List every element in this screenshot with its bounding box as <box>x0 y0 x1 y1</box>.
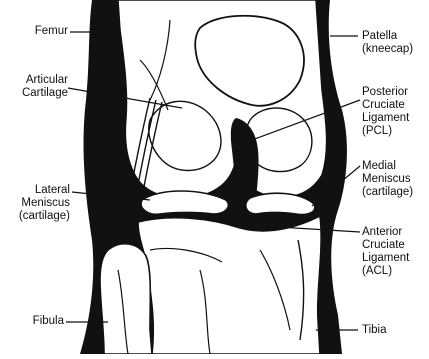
label-medial-meniscus-line-1: Medial <box>362 160 428 173</box>
label-tibia: Tibia <box>362 324 422 337</box>
label-lateral-meniscus-line-1: Lateral <box>0 184 70 197</box>
label-articular-cartilage-line-1: Articular <box>0 74 68 87</box>
label-pcl-line-4: (PCL) <box>362 125 428 138</box>
label-lateral-meniscus-line-2: Meniscus <box>0 197 70 210</box>
label-pcl: Posterior Cruciate Ligament (PCL) <box>362 86 428 138</box>
label-acl-line-1: Anterior <box>362 226 428 239</box>
label-patella-line-2: (kneecap) <box>362 43 428 56</box>
label-medial-meniscus: Medial Meniscus (cartilage) <box>362 160 428 199</box>
label-fibula-line-1: Fibula <box>0 315 64 328</box>
label-patella: Patella (kneecap) <box>362 30 428 56</box>
label-tibia-line-1: Tibia <box>362 324 422 337</box>
label-pcl-line-2: Cruciate <box>362 99 428 112</box>
label-pcl-line-3: Ligament <box>362 112 428 125</box>
label-medial-meniscus-line-3: (cartilage) <box>362 186 428 199</box>
label-patella-line-1: Patella <box>362 30 428 43</box>
label-pcl-line-1: Posterior <box>362 86 428 99</box>
label-medial-meniscus-line-2: Meniscus <box>362 173 428 186</box>
label-femur: Femur <box>2 25 68 38</box>
label-lateral-meniscus: Lateral Meniscus (cartilage) <box>0 184 70 223</box>
label-acl-line-2: Cruciate <box>362 239 428 252</box>
label-acl-line-3: Ligament <box>362 252 428 265</box>
label-fibula: Fibula <box>0 315 64 328</box>
tibia-bone <box>138 216 321 354</box>
label-acl-line-4: (ACL) <box>362 265 428 278</box>
label-lateral-meniscus-line-3: (cartilage) <box>0 210 70 223</box>
label-femur-line-1: Femur <box>2 25 68 38</box>
label-articular-cartilage: Articular Cartilage <box>0 74 68 100</box>
label-acl: Anterior Cruciate Ligament (ACL) <box>362 226 428 278</box>
label-articular-cartilage-line-2: Cartilage <box>0 87 68 100</box>
